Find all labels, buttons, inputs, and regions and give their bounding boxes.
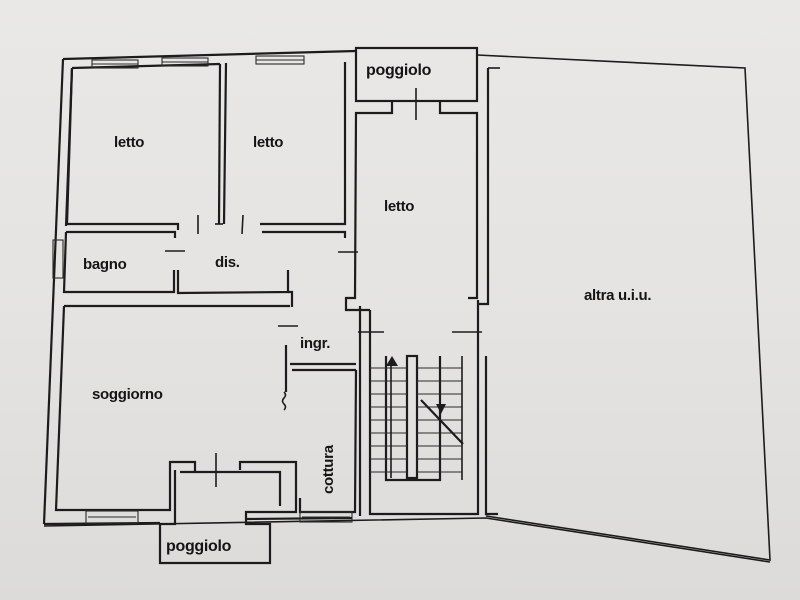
top-windows — [91, 55, 305, 69]
room-label-soggiorno: soggiorno — [92, 386, 163, 403]
disimpegno-walls — [176, 230, 347, 307]
letto-1-walls — [65, 63, 223, 230]
room-label-altra-uiu: altra u.i.u. — [584, 287, 652, 304]
soggiorno-walls — [54, 304, 290, 524]
room-label-letto-1: letto — [114, 134, 145, 151]
room-label-cottura: cottura — [320, 445, 337, 494]
room-label-poggiolo-bottom: poggiolo — [166, 538, 232, 555]
bagno-walls — [52, 230, 177, 294]
altra-uiu-walls — [43, 54, 771, 563]
room-label-poggiolo-top: poggiolo — [366, 62, 432, 79]
poggiolo-top-walls — [344, 46, 479, 312]
room-label-letto-2: letto — [253, 134, 284, 151]
letto-2-walls — [222, 62, 347, 226]
room-label-disimpegno: dis. — [215, 254, 240, 271]
room-label-ingresso: ingr. — [300, 335, 331, 352]
poggiolo-bottom-walls — [158, 453, 298, 565]
outer-walls — [42, 49, 357, 526]
stairwell — [358, 300, 482, 516]
room-label-bagno: bagno — [83, 256, 127, 273]
room-label-letto-3: letto — [384, 198, 415, 215]
ingresso-cottura-walls — [290, 306, 362, 523]
